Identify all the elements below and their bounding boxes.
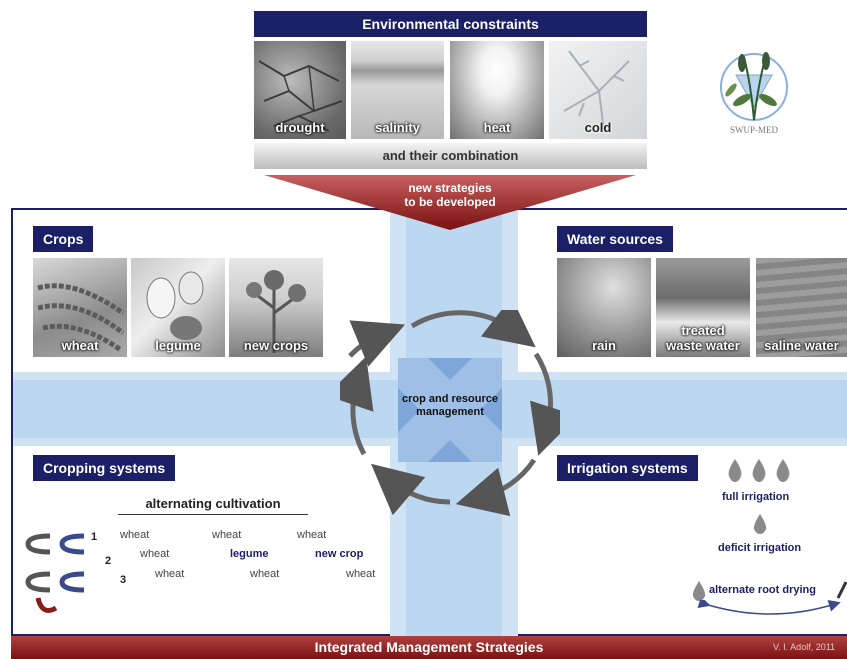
water-title: Water sources bbox=[557, 226, 673, 252]
row1-crop-3: wheat bbox=[297, 529, 327, 541]
row3-crop-2: wheat bbox=[250, 568, 280, 580]
cold-image: cold bbox=[549, 41, 647, 139]
treated-line-2: waste water bbox=[666, 338, 740, 353]
row2-crop-1: wheat bbox=[140, 548, 170, 560]
cropping-subtitle: alternating cultivation bbox=[118, 496, 308, 515]
footer-bar: Integrated Management Strategies V. I. A… bbox=[11, 636, 847, 659]
footer-title: Integrated Management Strategies bbox=[314, 639, 544, 655]
irrigation-title: Irrigation systems bbox=[557, 455, 698, 481]
row-number-3: 3 bbox=[120, 574, 127, 586]
alternate-root-drying-label: alternate root drying bbox=[709, 584, 816, 596]
cold-label: cold bbox=[584, 120, 612, 135]
center-cross bbox=[398, 358, 502, 462]
new-crops-image: new crops bbox=[229, 258, 323, 357]
heat-label: heat bbox=[483, 120, 511, 135]
full-irrigation-drops-icon bbox=[728, 459, 790, 482]
full-irrigation-label: full irrigation bbox=[722, 491, 790, 503]
legume-flowers bbox=[146, 271, 204, 340]
center-label: crop and resource management bbox=[388, 393, 512, 419]
row3-crop-1: wheat bbox=[155, 568, 185, 580]
crops-title: Crops bbox=[33, 226, 94, 252]
swup-med-logo: SWUP-MED bbox=[706, 45, 806, 140]
row2-crop-2: legume bbox=[230, 548, 269, 560]
saline-water-label: saline water bbox=[764, 338, 839, 353]
strategy-line-2: to be developed bbox=[404, 195, 496, 209]
strategy-text: new strategies to be developed bbox=[360, 181, 540, 209]
footer-credit: V. I. Adolf, 2011 bbox=[773, 642, 836, 652]
alternate-drop-icon bbox=[692, 581, 706, 601]
wheat-ears bbox=[37, 283, 125, 353]
cracked-earth-texture bbox=[258, 60, 343, 132]
treated-waste-water-image: treated waste water bbox=[656, 258, 750, 357]
logo-graphic bbox=[720, 52, 788, 121]
rain-label: rain bbox=[592, 338, 616, 353]
quinoa-plant bbox=[246, 270, 306, 353]
salinity-image: salinity bbox=[351, 41, 444, 139]
deficit-irrigation-label: deficit irrigation bbox=[718, 542, 802, 554]
saline-water-image: saline water bbox=[756, 258, 847, 357]
row1-crop-2: wheat bbox=[212, 529, 242, 541]
new-crops-label: new crops bbox=[243, 338, 309, 353]
strategy-line-1: new strategies bbox=[408, 181, 492, 195]
management-cycle bbox=[340, 310, 560, 517]
drought-image: drought bbox=[254, 41, 346, 139]
row1-crop-1: wheat bbox=[120, 529, 150, 541]
combination-bar: and their combination bbox=[254, 143, 647, 169]
center-line-1: crop and resource bbox=[402, 393, 498, 405]
alternate-swap-arrow-icon bbox=[697, 600, 841, 615]
wheat-label: wheat bbox=[61, 338, 99, 353]
alternate-pencil-icon bbox=[836, 581, 847, 599]
rotation-arrows-icon bbox=[25, 533, 85, 613]
deficit-irrigation-drop-icon bbox=[753, 514, 767, 534]
row-number-2: 2 bbox=[105, 555, 112, 567]
heat-image: heat bbox=[450, 41, 544, 139]
strategy-arrow bbox=[264, 175, 636, 230]
wheat-image: wheat bbox=[33, 258, 127, 357]
row2-crop-3: new crop bbox=[315, 548, 364, 560]
combination-label: and their combination bbox=[382, 148, 519, 163]
drought-label: drought bbox=[275, 120, 325, 135]
legume-image: legume bbox=[131, 258, 225, 357]
frost-texture bbox=[563, 50, 630, 132]
logo-text: SWUP-MED bbox=[729, 125, 778, 135]
treated-waste-water-label: treated waste water bbox=[656, 323, 750, 353]
rain-image: rain bbox=[557, 258, 651, 357]
center-line-2: management bbox=[416, 406, 484, 418]
row-number-1: 1 bbox=[91, 531, 98, 543]
legume-label: legume bbox=[155, 338, 201, 353]
cropping-title: Cropping systems bbox=[33, 455, 176, 481]
env-title: Environmental constraints bbox=[254, 11, 647, 37]
salinity-label: salinity bbox=[375, 120, 420, 135]
treated-line-1: treated bbox=[681, 323, 725, 338]
row3-crop-3: wheat bbox=[346, 568, 376, 580]
